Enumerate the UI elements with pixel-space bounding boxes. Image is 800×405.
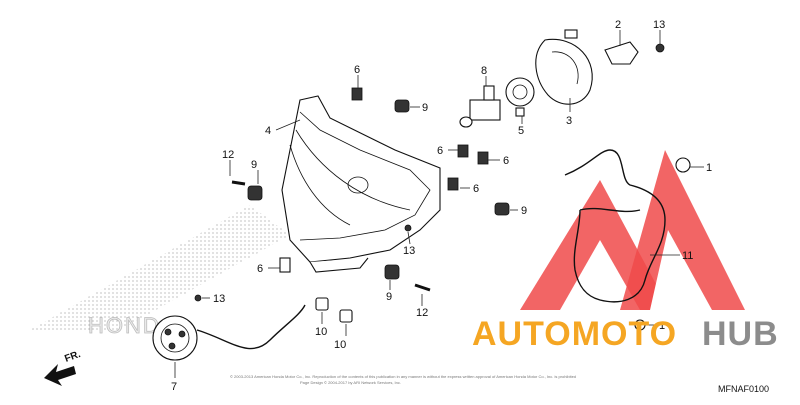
callout-9: 9 — [251, 159, 257, 171]
callout-12: 12 — [416, 307, 428, 319]
callout-2: 2 — [615, 19, 621, 31]
direction-label: FR. — [63, 349, 82, 365]
callout-3: 3 — [566, 115, 572, 127]
diagram-code: MFNAF0100 — [718, 384, 769, 394]
callout-8: 8 — [481, 65, 487, 77]
callout-6: 6 — [257, 263, 263, 275]
callout-13: 13 — [653, 19, 665, 31]
background-wing-pattern — [30, 205, 290, 330]
wire-harness-part-11 — [564, 149, 691, 331]
callout-6: 6 — [473, 183, 479, 195]
callout-6: 6 — [437, 145, 443, 157]
position-light-part-7 — [152, 304, 306, 361]
callout-5: 5 — [518, 125, 524, 137]
callout-4: 4 — [265, 125, 271, 137]
callout-1: 1 — [706, 162, 712, 174]
small-fasteners — [194, 87, 510, 323]
callout-11: 11 — [682, 250, 693, 262]
callout-7: 7 — [171, 381, 177, 393]
watermark-logo — [520, 150, 745, 310]
callout-13: 13 — [213, 293, 225, 305]
callout-6: 6 — [354, 64, 360, 76]
callout-10: 10 — [334, 339, 346, 351]
callout-10: 10 — [315, 326, 327, 338]
watermark-text-orange: AUTOMOTO — [472, 315, 677, 353]
callout-6: 6 — [503, 155, 509, 167]
callout-9: 9 — [386, 291, 392, 303]
callout-9: 9 — [521, 205, 527, 217]
copyright-line-2: Page Design © 2004-2017 by ARI Network S… — [300, 380, 401, 385]
headlight-housing-part-4 — [281, 95, 441, 273]
callout-9: 9 — [422, 102, 428, 114]
watermark-text-gray: HUB — [702, 315, 779, 353]
bracket-part-2 — [604, 41, 665, 65]
leader-lines — [174, 30, 704, 378]
socket-part-5 — [505, 77, 535, 117]
callout-1: 1 — [659, 320, 665, 332]
callout-13: 13 — [403, 245, 415, 257]
dust-cover-part-3 — [535, 29, 593, 105]
copyright-line-1: © 2003-2013 American Honda Motor Co., In… — [230, 374, 576, 379]
callout-12: 12 — [222, 149, 234, 161]
callout-labels: 2 13 6 9 8 4 5 3 12 9 6 6 6 1 9 13 11 6 … — [171, 19, 712, 393]
front-direction-indicator: FR. — [44, 349, 82, 386]
bulb-part-8 — [459, 85, 501, 128]
